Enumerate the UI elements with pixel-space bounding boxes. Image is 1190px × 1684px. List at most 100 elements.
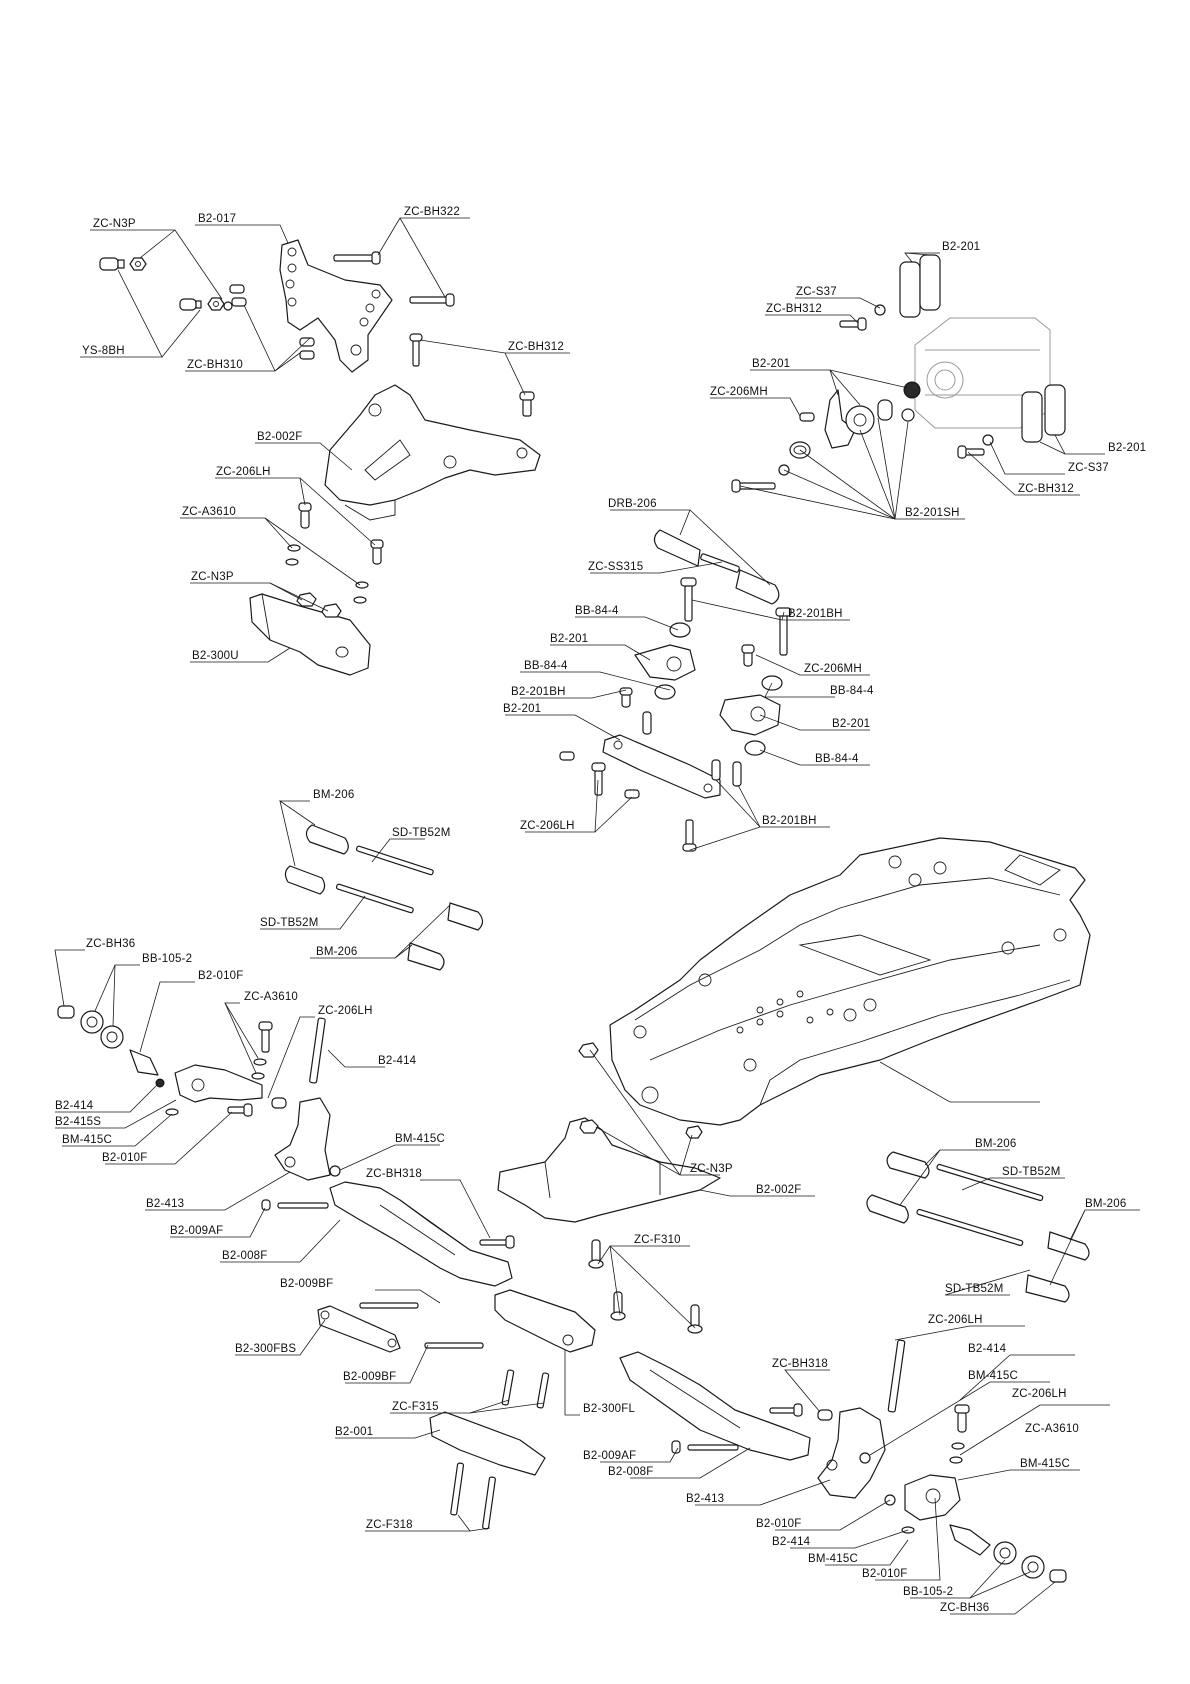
front-arm-left bbox=[261, 1181, 515, 1287]
part-label: BB-105-2 bbox=[142, 953, 192, 965]
part-label: B2-009AF bbox=[170, 1225, 223, 1237]
part-label: B2-414 bbox=[772, 1536, 811, 1548]
part-label: ZC-BH36 bbox=[940, 1602, 989, 1614]
part-label: BB-84-4 bbox=[815, 753, 859, 765]
part-label: ZC-F310 bbox=[634, 1234, 681, 1246]
part-label: ZC-206LH bbox=[928, 1314, 983, 1326]
part-label: B2-001 bbox=[335, 1426, 373, 1438]
part-label: BM-206 bbox=[316, 946, 357, 958]
part-label: ZC-BH312 bbox=[1018, 483, 1074, 495]
part-label: B2-413 bbox=[146, 1198, 184, 1210]
part-labels: ZC-N3P B2-017 ZC-BH322 YS-8BH ZC-BH310 Z… bbox=[55, 206, 1146, 1614]
part-label: B2-414 bbox=[55, 1100, 94, 1112]
lower-front-group bbox=[317, 1289, 596, 1530]
servo-saver-group bbox=[731, 254, 1066, 493]
part-label: DRB-206 bbox=[608, 498, 657, 510]
part-label: ZC-206MH bbox=[804, 663, 862, 675]
part-label: ZC-206MH bbox=[710, 386, 768, 398]
part-label: ZC-SS315 bbox=[588, 561, 643, 573]
part-label: SD-TB52M bbox=[945, 1283, 1003, 1295]
part-label: B2-201 bbox=[503, 703, 541, 715]
part-label: ZC-N3P bbox=[690, 1163, 733, 1175]
front-bulkhead-lower bbox=[497, 1042, 721, 1334]
part-label: B2-010F bbox=[862, 1568, 908, 1580]
part-label: ZC-BH322 bbox=[404, 206, 460, 218]
part-label: ZC-206LH bbox=[318, 1005, 373, 1017]
part-label: B2-009BF bbox=[343, 1371, 396, 1383]
part-label: B2-008F bbox=[222, 1250, 268, 1262]
part-label: ZC-A3610 bbox=[1025, 1423, 1079, 1435]
bellcrank-group bbox=[559, 577, 792, 852]
part-label: BB-84-4 bbox=[830, 685, 874, 697]
part-label: ZC-N3P bbox=[93, 218, 136, 230]
part-label: B2-201SH bbox=[905, 507, 960, 519]
part-label: B2-010F bbox=[198, 970, 244, 982]
chassis-tub bbox=[609, 837, 1091, 1126]
part-label: B2-300FL bbox=[583, 1403, 636, 1415]
part-label: ZC-BH36 bbox=[86, 938, 135, 950]
lower-arm-mount bbox=[249, 592, 371, 676]
part-label: B2-201 bbox=[1108, 442, 1146, 454]
part-drawings bbox=[57, 239, 1091, 1583]
part-label: SD-TB52M bbox=[392, 827, 450, 839]
part-label: BM-415C bbox=[395, 1133, 445, 1145]
part-label: B2-414 bbox=[968, 1343, 1007, 1355]
part-label: B2-201BH bbox=[511, 686, 566, 698]
part-label: ZC-N3P bbox=[191, 571, 234, 583]
long-screws bbox=[333, 251, 535, 417]
part-label: ZC-BH312 bbox=[766, 303, 822, 315]
steering-link-ends bbox=[653, 529, 780, 605]
studs-washers-upper bbox=[285, 502, 384, 604]
part-label: ZC-BH318 bbox=[366, 1168, 422, 1180]
part-label: B2-414 bbox=[378, 1055, 417, 1067]
part-label: B2-201BH bbox=[762, 815, 817, 827]
part-label: B2-201 bbox=[550, 633, 588, 645]
part-label: B2-002F bbox=[257, 431, 303, 443]
part-label: B2-201BH bbox=[788, 608, 843, 620]
part-label: ZC-S37 bbox=[796, 286, 837, 298]
part-label: ZC-A3610 bbox=[182, 506, 236, 518]
ball-stud-nut-group bbox=[99, 257, 315, 360]
part-label: B2-300U bbox=[192, 650, 239, 662]
leader-lines bbox=[54, 217, 1140, 1615]
part-label: B2-415S bbox=[55, 1116, 101, 1128]
left-hub-group bbox=[57, 1005, 341, 1181]
part-label: B2-002F bbox=[756, 1184, 802, 1196]
part-label: B2-413 bbox=[686, 1493, 724, 1505]
part-label: B2-008F bbox=[608, 1466, 654, 1478]
part-label: SD-TB52M bbox=[1002, 1166, 1060, 1178]
shock-tower bbox=[279, 239, 393, 373]
part-label: BM-415C bbox=[968, 1370, 1018, 1382]
part-label: BM-206 bbox=[313, 789, 354, 801]
part-label: ZC-BH312 bbox=[508, 341, 564, 353]
part-label: B2-300FBS bbox=[235, 1343, 296, 1355]
part-label: B2-201 bbox=[942, 241, 980, 253]
part-label: YS-8BH bbox=[82, 345, 125, 357]
part-label: BB-84-4 bbox=[524, 660, 568, 672]
part-label: BM-206 bbox=[1085, 1198, 1126, 1210]
part-label: ZC-BH318 bbox=[772, 1358, 828, 1370]
part-label: BM-415C bbox=[62, 1134, 112, 1146]
part-label: BM-206 bbox=[975, 1138, 1016, 1150]
part-label: ZC-206LH bbox=[216, 466, 271, 478]
part-label: B2-201 bbox=[752, 358, 790, 370]
part-label: B2-010F bbox=[102, 1152, 148, 1164]
part-label: ZC-S37 bbox=[1068, 462, 1109, 474]
part-label: BM-415C bbox=[808, 1553, 858, 1565]
part-label: B2-009AF bbox=[583, 1450, 636, 1462]
part-label: B2-010F bbox=[756, 1518, 802, 1530]
part-label: B2-201 bbox=[832, 718, 870, 730]
part-label: ZC-BH310 bbox=[187, 359, 243, 371]
part-label: BM-415C bbox=[1020, 1458, 1070, 1470]
upper-left-turnbuckles bbox=[284, 824, 484, 971]
part-label: ZC-206LH bbox=[1012, 1388, 1067, 1400]
front-bulkhead-upper bbox=[324, 384, 541, 521]
part-label: ZC-206LH bbox=[520, 820, 575, 832]
part-label: ZC-A3610 bbox=[244, 991, 298, 1003]
part-label: ZC-F318 bbox=[366, 1519, 413, 1531]
part-label: BB-105-2 bbox=[903, 1586, 953, 1598]
part-label: SD-TB52M bbox=[260, 917, 318, 929]
right-arm-hub-group bbox=[619, 1339, 1067, 1583]
part-label: ZC-F315 bbox=[392, 1401, 439, 1413]
